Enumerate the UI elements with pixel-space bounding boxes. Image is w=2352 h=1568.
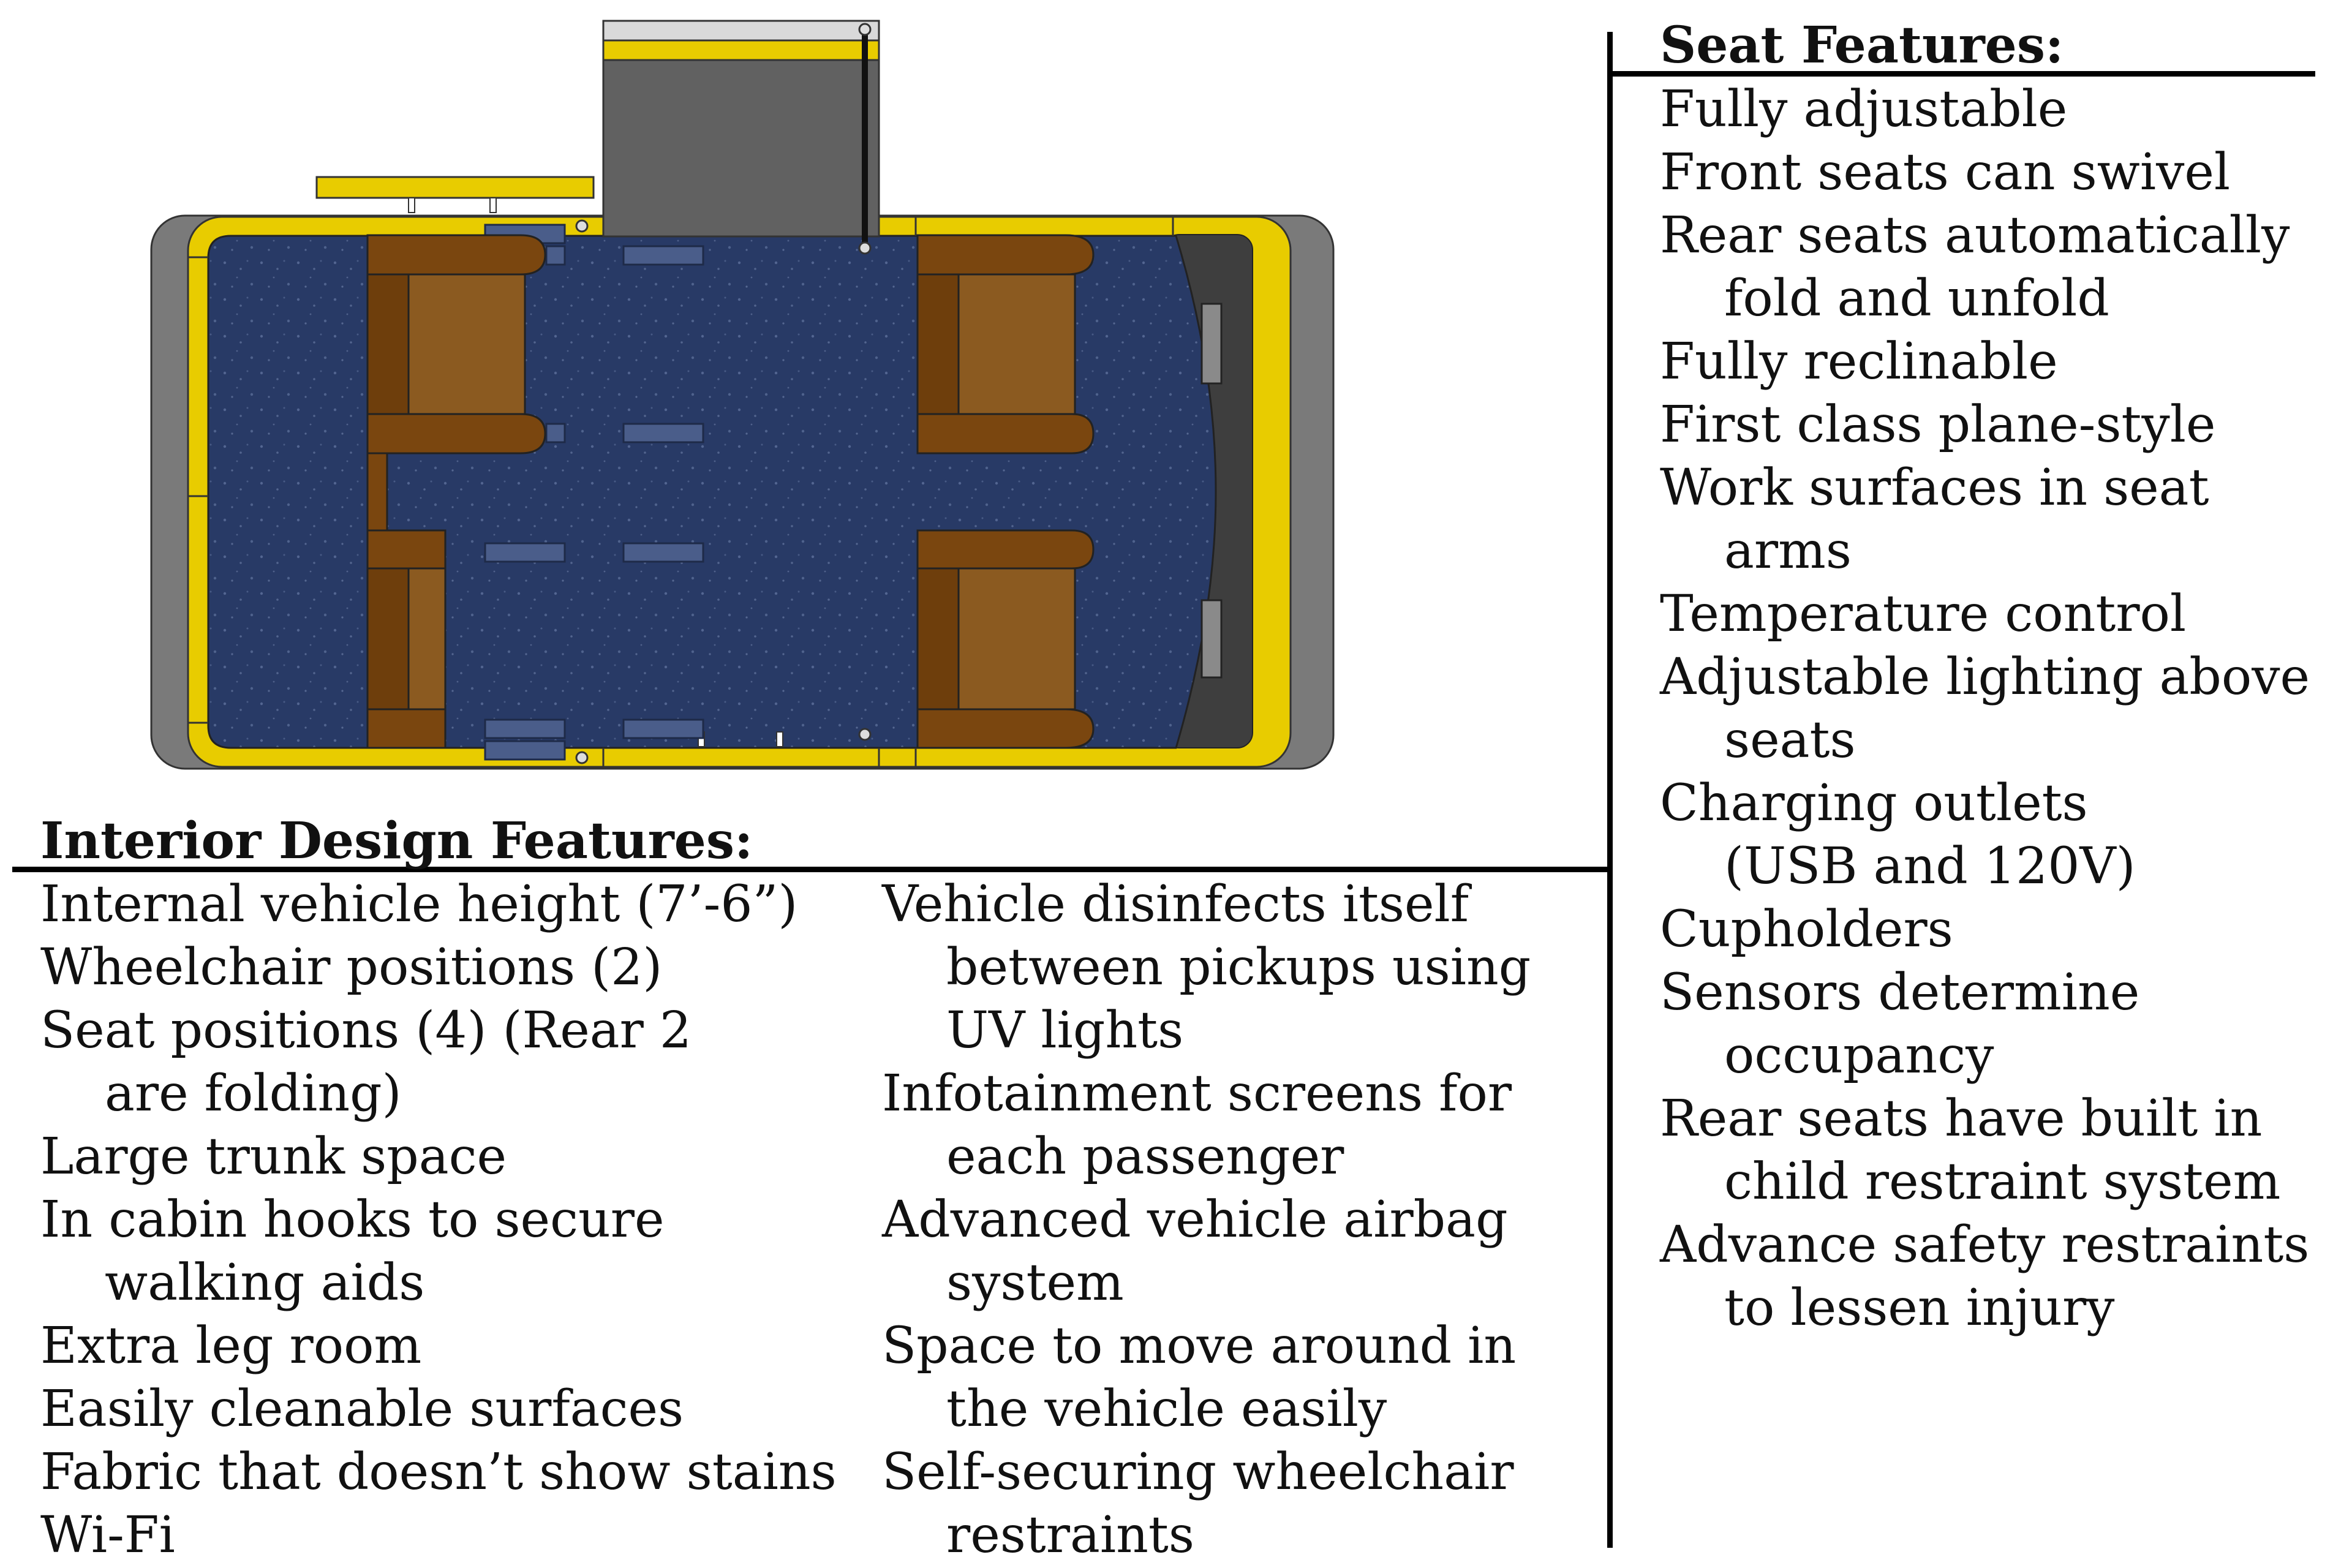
rear-seat-left [366, 234, 546, 454]
list-item: Infotainment screens for each passenger [882, 1065, 1512, 1186]
list-item: Extra leg room [40, 1317, 422, 1375]
interior-features-heading: Interior Design Features: [40, 812, 753, 870]
list-item: Seat positions (4) (Rear 2 are folding) [40, 1001, 692, 1123]
list-item: First class plane-style [1660, 396, 2216, 454]
list-item: Easily cleanable surfaces [40, 1380, 684, 1438]
list-item: Large trunk space [40, 1128, 507, 1186]
list-item: Rear seats automatically fold and unfold [1660, 206, 2290, 328]
list-item: Self-securing wheelchair restraints [882, 1443, 1514, 1564]
list-item: Fabric that doesn’t show stains [40, 1443, 837, 1501]
list-item: Internal vehicle height (7’-6”) [40, 875, 798, 933]
list-item: Wheelchair positions (2) [40, 938, 663, 997]
list-item: Fully reclinable [1660, 333, 2058, 391]
list-item: Temperature control [1660, 585, 2187, 643]
list-item: Sensors determine occupancy [1660, 963, 2140, 1085]
seat-features-list: Fully adjustable Front seats can swivel … [1660, 78, 2349, 1340]
interior-features-column-1: Internal vehicle height (7’-6”) Wheelcha… [40, 873, 861, 1567]
list-item: Front seats can swivel [1660, 143, 2231, 202]
list-item: Cupholders [1660, 900, 1953, 959]
list-item: Advanced vehicle airbag system [882, 1191, 1508, 1312]
seat-features-heading: Seat Features: [1660, 16, 2064, 75]
list-item: Space to move around in the vehicle easi… [882, 1317, 1517, 1438]
list-item: Charging outlets (USB and 120V) [1660, 774, 2136, 895]
interior-features-underline [12, 867, 1611, 872]
front-seat-top [916, 234, 1095, 454]
list-item: Wi-Fi [40, 1506, 175, 1564]
seat-features-underline [1610, 71, 2315, 77]
list-item: In cabin hooks to secure walking aids [40, 1191, 665, 1312]
front-seat-bottom [916, 529, 1095, 749]
interior-features-column-2: Vehicle disinfects itself between pickup… [882, 873, 1586, 1567]
list-item: Vehicle disinfects itself between pickup… [882, 875, 1531, 1060]
list-item: Adjustable lighting above seats [1660, 648, 2310, 769]
list-item: Rear seats have built in child restraint… [1660, 1090, 2281, 1211]
list-item: Fully adjustable [1660, 80, 2068, 138]
list-item: Advance safety restraints to lessen inju… [1660, 1216, 2310, 1337]
vertical-divider [1607, 32, 1613, 1548]
vehicle-floor-plan [150, 20, 1335, 770]
list-item: Work surfaces in seat arms [1660, 459, 2209, 580]
side-step [315, 176, 595, 199]
folded-seat [366, 529, 447, 749]
